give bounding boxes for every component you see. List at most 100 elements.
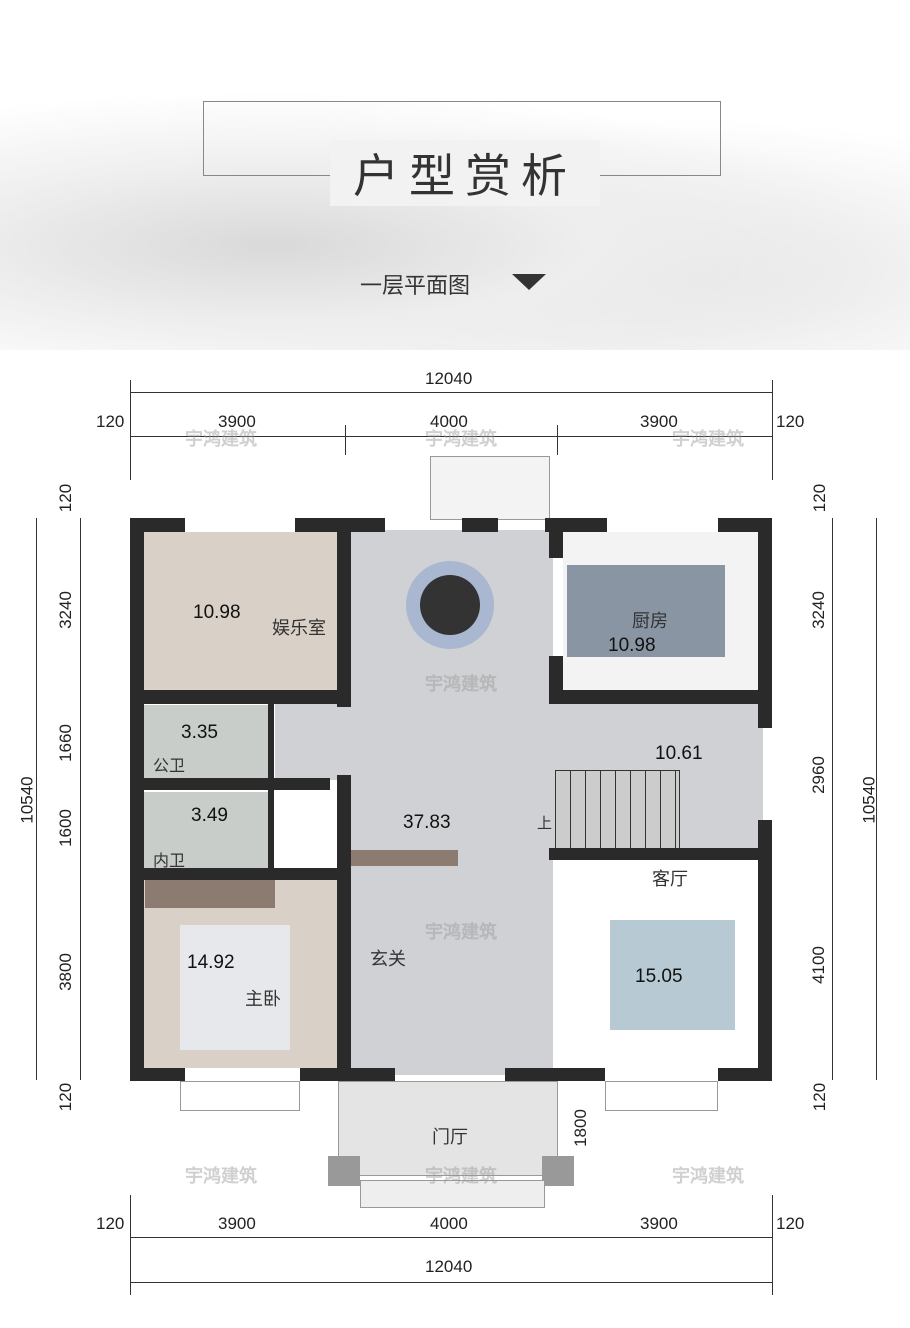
bay-window [180, 1081, 300, 1111]
dim-right-seg: 2960 [808, 756, 828, 794]
area-ensuite-bath: 3.49 [191, 805, 228, 826]
rear-step [430, 456, 550, 520]
dim-top-total: 12040 [425, 369, 473, 388]
watermark: 宇鸿建筑 [425, 1166, 497, 1187]
dim-bottom-seg: 3900 [640, 1214, 678, 1233]
wall [549, 848, 772, 860]
watermark: 宇鸿建筑 [185, 1166, 257, 1187]
dimension-line [130, 1282, 772, 1283]
wall [758, 518, 772, 728]
dim-top-seg: 4000 [430, 412, 468, 431]
dim-left-seg: 3800 [55, 953, 75, 991]
porch-pillar [328, 1156, 360, 1186]
room-public-bath [143, 705, 270, 778]
area-living-room: 15.05 [635, 966, 683, 987]
dim-right-seg: 4100 [808, 946, 828, 984]
dimension-line [130, 1195, 131, 1295]
ink-landscape-background [0, 90, 910, 350]
wall [549, 690, 772, 704]
dim-top-seg: 3900 [218, 412, 256, 431]
dim-right-bottom: 120 [810, 1082, 830, 1112]
wardrobe [145, 880, 275, 908]
wall [130, 518, 144, 1081]
area-master-bedroom: 14.92 [187, 952, 235, 973]
dimension-line [80, 518, 81, 1080]
wall [268, 704, 274, 868]
wall [549, 656, 563, 700]
dim-top-seg: 3900 [640, 412, 678, 431]
dim-right-total: 10540 [859, 776, 879, 824]
dimension-line [772, 1195, 773, 1295]
dim-left-bottom: 120 [56, 1082, 76, 1112]
area-entertainment: 10.98 [193, 602, 241, 623]
wall [295, 518, 385, 532]
watermark: 宇鸿建筑 [672, 429, 744, 450]
watermark: 宇鸿建筑 [425, 674, 497, 695]
bay-window [605, 1081, 718, 1111]
dimension-line [876, 518, 877, 1080]
bed [180, 925, 290, 1050]
dim-right-seg: 3240 [808, 591, 828, 629]
floor-subtitle: 一层平面图 [360, 274, 471, 299]
dim-top-right: 120 [776, 412, 805, 431]
dimension-line [557, 425, 558, 455]
area-dining-entry: 37.83 [403, 812, 451, 833]
dim-porch-depth: 1800 [570, 1109, 590, 1147]
dim-line [130, 436, 772, 437]
dimension-line [36, 518, 37, 1080]
wall [758, 820, 772, 1081]
wall [337, 532, 351, 707]
watermark: 宇鸿建筑 [425, 922, 497, 943]
label-living-room: 客厅 [652, 869, 688, 889]
wall [130, 778, 330, 790]
area-public-bath: 3.35 [181, 722, 218, 743]
round-dining-table [420, 575, 480, 635]
porch [338, 1081, 558, 1176]
watermark: 宇鸿建筑 [185, 429, 257, 450]
label-foyer: 玄关 [370, 949, 406, 969]
dim-bottom-left: 120 [96, 1214, 125, 1233]
label-ensuite-bath: 内卫 [153, 853, 186, 870]
dimension-line [130, 1237, 772, 1238]
stair-up-label: 上 [537, 815, 553, 832]
label-entertainment: 娱乐室 [272, 618, 326, 638]
porch-pillar [542, 1156, 574, 1186]
wall [549, 518, 563, 558]
area-stair-hall: 10.61 [655, 743, 703, 764]
dim-left-seg: 3240 [55, 591, 75, 629]
area-kitchen: 10.98 [608, 635, 656, 656]
wall [130, 1068, 185, 1081]
page-title: 户型赏析 [330, 140, 600, 206]
watermark: 宇鸿建筑 [672, 1166, 744, 1187]
living-rug [610, 920, 735, 1030]
wall [130, 868, 345, 880]
dim-bottom-seg: 4000 [430, 1214, 468, 1233]
dim-bottom-total: 12040 [425, 1257, 473, 1276]
porch-steps [360, 1180, 545, 1208]
staircase [555, 770, 680, 850]
room-entertainment [143, 532, 337, 690]
triangle-down-icon [512, 274, 546, 290]
wall [505, 1068, 605, 1081]
dim-left-seg: 1660 [55, 724, 75, 762]
dim-left-seg: 1600 [55, 809, 75, 847]
dim-bottom-seg: 3900 [218, 1214, 256, 1233]
wall [337, 775, 351, 1068]
dimension-line [832, 518, 833, 1080]
dimension-line [772, 380, 773, 480]
kitchen-counter [567, 565, 725, 657]
wall [300, 1068, 395, 1081]
label-public-bath: 公卫 [153, 758, 186, 775]
dim-bottom-right: 120 [776, 1214, 805, 1233]
watermark: 宇鸿建筑 [425, 429, 497, 450]
partition-cabinet [350, 850, 458, 866]
label-porch: 门厅 [432, 1127, 468, 1147]
label-master-bedroom: 主卧 [245, 989, 281, 1009]
wall [462, 518, 498, 532]
label-kitchen: 厨房 [632, 611, 668, 631]
dim-top-left: 120 [96, 412, 125, 431]
dimension-line [130, 380, 131, 480]
dimension-line [345, 425, 346, 455]
dim-line [130, 392, 772, 393]
wall [130, 690, 350, 704]
